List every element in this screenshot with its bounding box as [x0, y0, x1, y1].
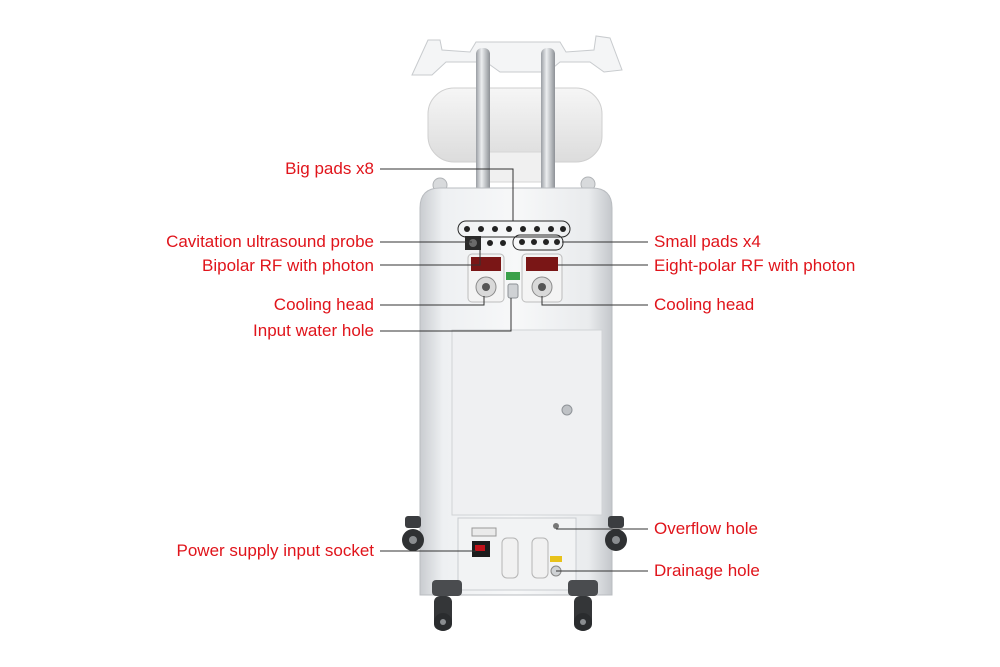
leader-cooling-right — [541, 296, 648, 306]
bipolar-rf-module — [467, 253, 505, 303]
leader-lines — [380, 168, 648, 572]
door-lock-icon — [561, 404, 573, 416]
big-pad-connectors — [457, 220, 571, 238]
probe-and-small-pad-connectors — [465, 234, 564, 251]
head-panel — [427, 87, 603, 183]
leader-cooling-left — [380, 296, 485, 306]
label-cooling-head-left: Cooling head — [273, 295, 374, 314]
eight-polar-rf-module — [521, 253, 563, 303]
label-power-socket: Power supply input socket — [176, 541, 375, 560]
label-bipolar-rf: Bipolar RF with photon — [202, 256, 374, 275]
power-socket — [471, 527, 497, 557]
leader-big-pads — [380, 168, 514, 221]
label-cooling-head-right: Cooling head — [654, 295, 755, 314]
label-overflow-hole: Overflow hole — [654, 519, 758, 538]
label-small-pads: Small pads x4 — [654, 232, 761, 251]
drain-valves — [501, 523, 562, 579]
label-big-pads: Big pads x8 — [285, 159, 374, 178]
leader-water-hole — [380, 298, 512, 332]
label-input-water-hole: Input water hole — [253, 321, 374, 340]
caster-wheels — [402, 516, 627, 631]
leader-bipolar-rf — [380, 250, 481, 266]
holder-rack — [411, 35, 623, 76]
water-inlet — [506, 272, 520, 299]
label-drainage-hole: Drainage hole — [654, 561, 760, 580]
label-cavitation-probe: Cavitation ultrasound probe — [166, 232, 374, 251]
label-eight-polar-rf: Eight-polar RF with photon — [654, 256, 856, 275]
